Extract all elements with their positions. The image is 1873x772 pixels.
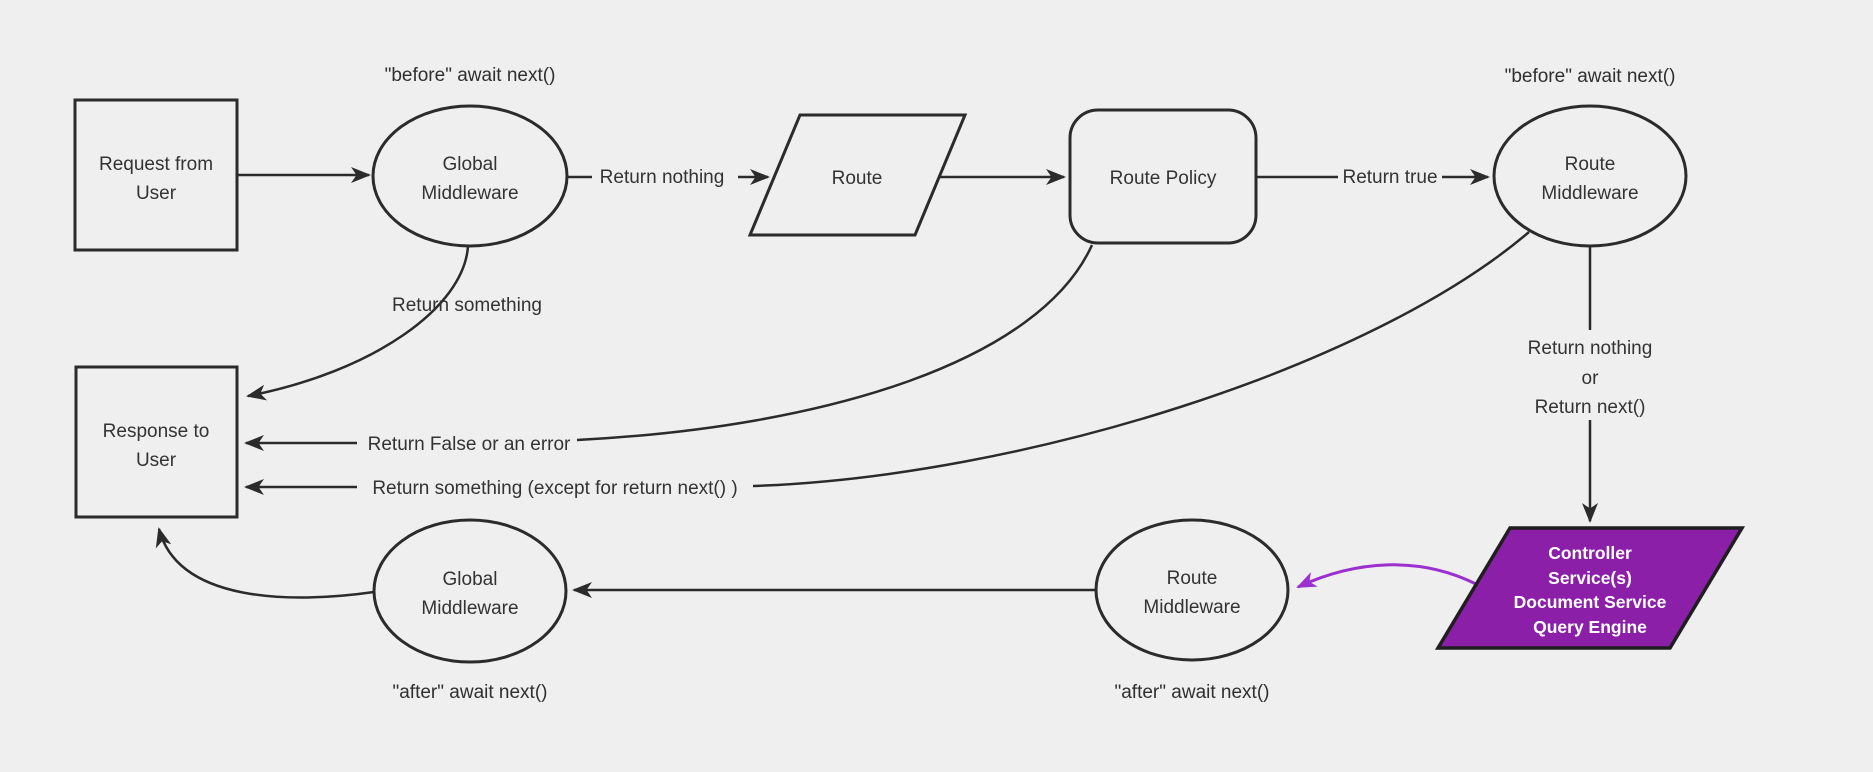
global-middleware-bottom-ellipse [372, 518, 568, 664]
node-route-middleware-bottom: Route Middleware [1094, 518, 1290, 662]
before-await-next-right: "before" await next() [1505, 66, 1676, 87]
after-await-next-left: "after" await next() [393, 682, 548, 703]
route-middleware-top-line2: Middleware [1541, 183, 1638, 204]
label-return-nothing-or-line1: Return nothing [1528, 338, 1653, 359]
route-middleware-top-ellipse [1492, 104, 1688, 248]
global-middleware-top-ellipse [371, 104, 569, 248]
controller-line1: Controller [1548, 543, 1632, 563]
label-return-true: Return true [1342, 167, 1437, 188]
controller-line2: Service(s) [1548, 568, 1632, 588]
request-label-line1: Request from [99, 154, 213, 175]
after-await-next-right: "after" await next() [1115, 682, 1270, 703]
label-return-nothing-or-line3: Return next() [1535, 397, 1646, 418]
annotations: "before" await next() "before" await nex… [385, 65, 1676, 703]
route-policy-box [1068, 108, 1258, 245]
request-box [73, 98, 239, 252]
label-return-something-except: Return something (except for return next… [372, 478, 737, 499]
node-route-middleware-top: Route Middleware [1492, 104, 1688, 248]
node-global-middleware-top: Global Middleware [371, 104, 569, 248]
label-return-nothing: Return nothing [600, 167, 725, 188]
edge-global-bottom-to-response [155, 527, 375, 599]
label-return-something: Return something [392, 295, 542, 316]
node-controller-services: Controller Service(s) Document Service Q… [1434, 526, 1746, 650]
global-middleware-bottom-line2: Middleware [421, 598, 518, 619]
route-middleware-bottom-ellipse [1094, 518, 1290, 662]
label-return-false-or-error: Return False or an error [368, 434, 571, 455]
route-policy-label: Route Policy [1110, 168, 1217, 189]
route-parallelogram [747, 113, 968, 237]
edges [155, 167, 1598, 599]
node-global-middleware-bottom: Global Middleware [372, 518, 568, 664]
request-label-line2: User [136, 183, 177, 204]
node-route-policy: Route Policy [1068, 108, 1258, 245]
edge-controller-to-route-middleware-bottom [1296, 563, 1477, 589]
edge-return-something-except-curve [752, 231, 1530, 488]
before-await-next-left: "before" await next() [385, 65, 556, 86]
route-middleware-bottom-line2: Middleware [1143, 597, 1240, 618]
route-label: Route [832, 168, 883, 189]
controller-line4: Query Engine [1533, 617, 1647, 637]
node-request-from-user: Request from User [73, 98, 239, 252]
global-middleware-bottom-line1: Global [443, 569, 498, 590]
label-return-nothing-or-line2: or [1582, 368, 1600, 389]
edge-return-something-curve [246, 245, 470, 401]
global-middleware-top-line1: Global [443, 154, 498, 175]
response-label-line1: Response to [103, 421, 210, 442]
response-box [74, 365, 239, 519]
node-route: Route [747, 113, 968, 237]
edge-labels: Return nothing Return true Return someth… [368, 167, 1653, 499]
controller-parallelogram [1434, 526, 1746, 650]
node-response-to-user: Response to User [74, 365, 239, 519]
response-label-line2: User [136, 450, 177, 471]
route-middleware-bottom-line1: Route [1167, 568, 1218, 589]
edge-return-false-curve [576, 244, 1094, 442]
global-middleware-top-line2: Middleware [421, 183, 518, 204]
controller-line3: Document Service [1514, 592, 1667, 612]
route-middleware-top-line1: Route [1565, 154, 1616, 175]
